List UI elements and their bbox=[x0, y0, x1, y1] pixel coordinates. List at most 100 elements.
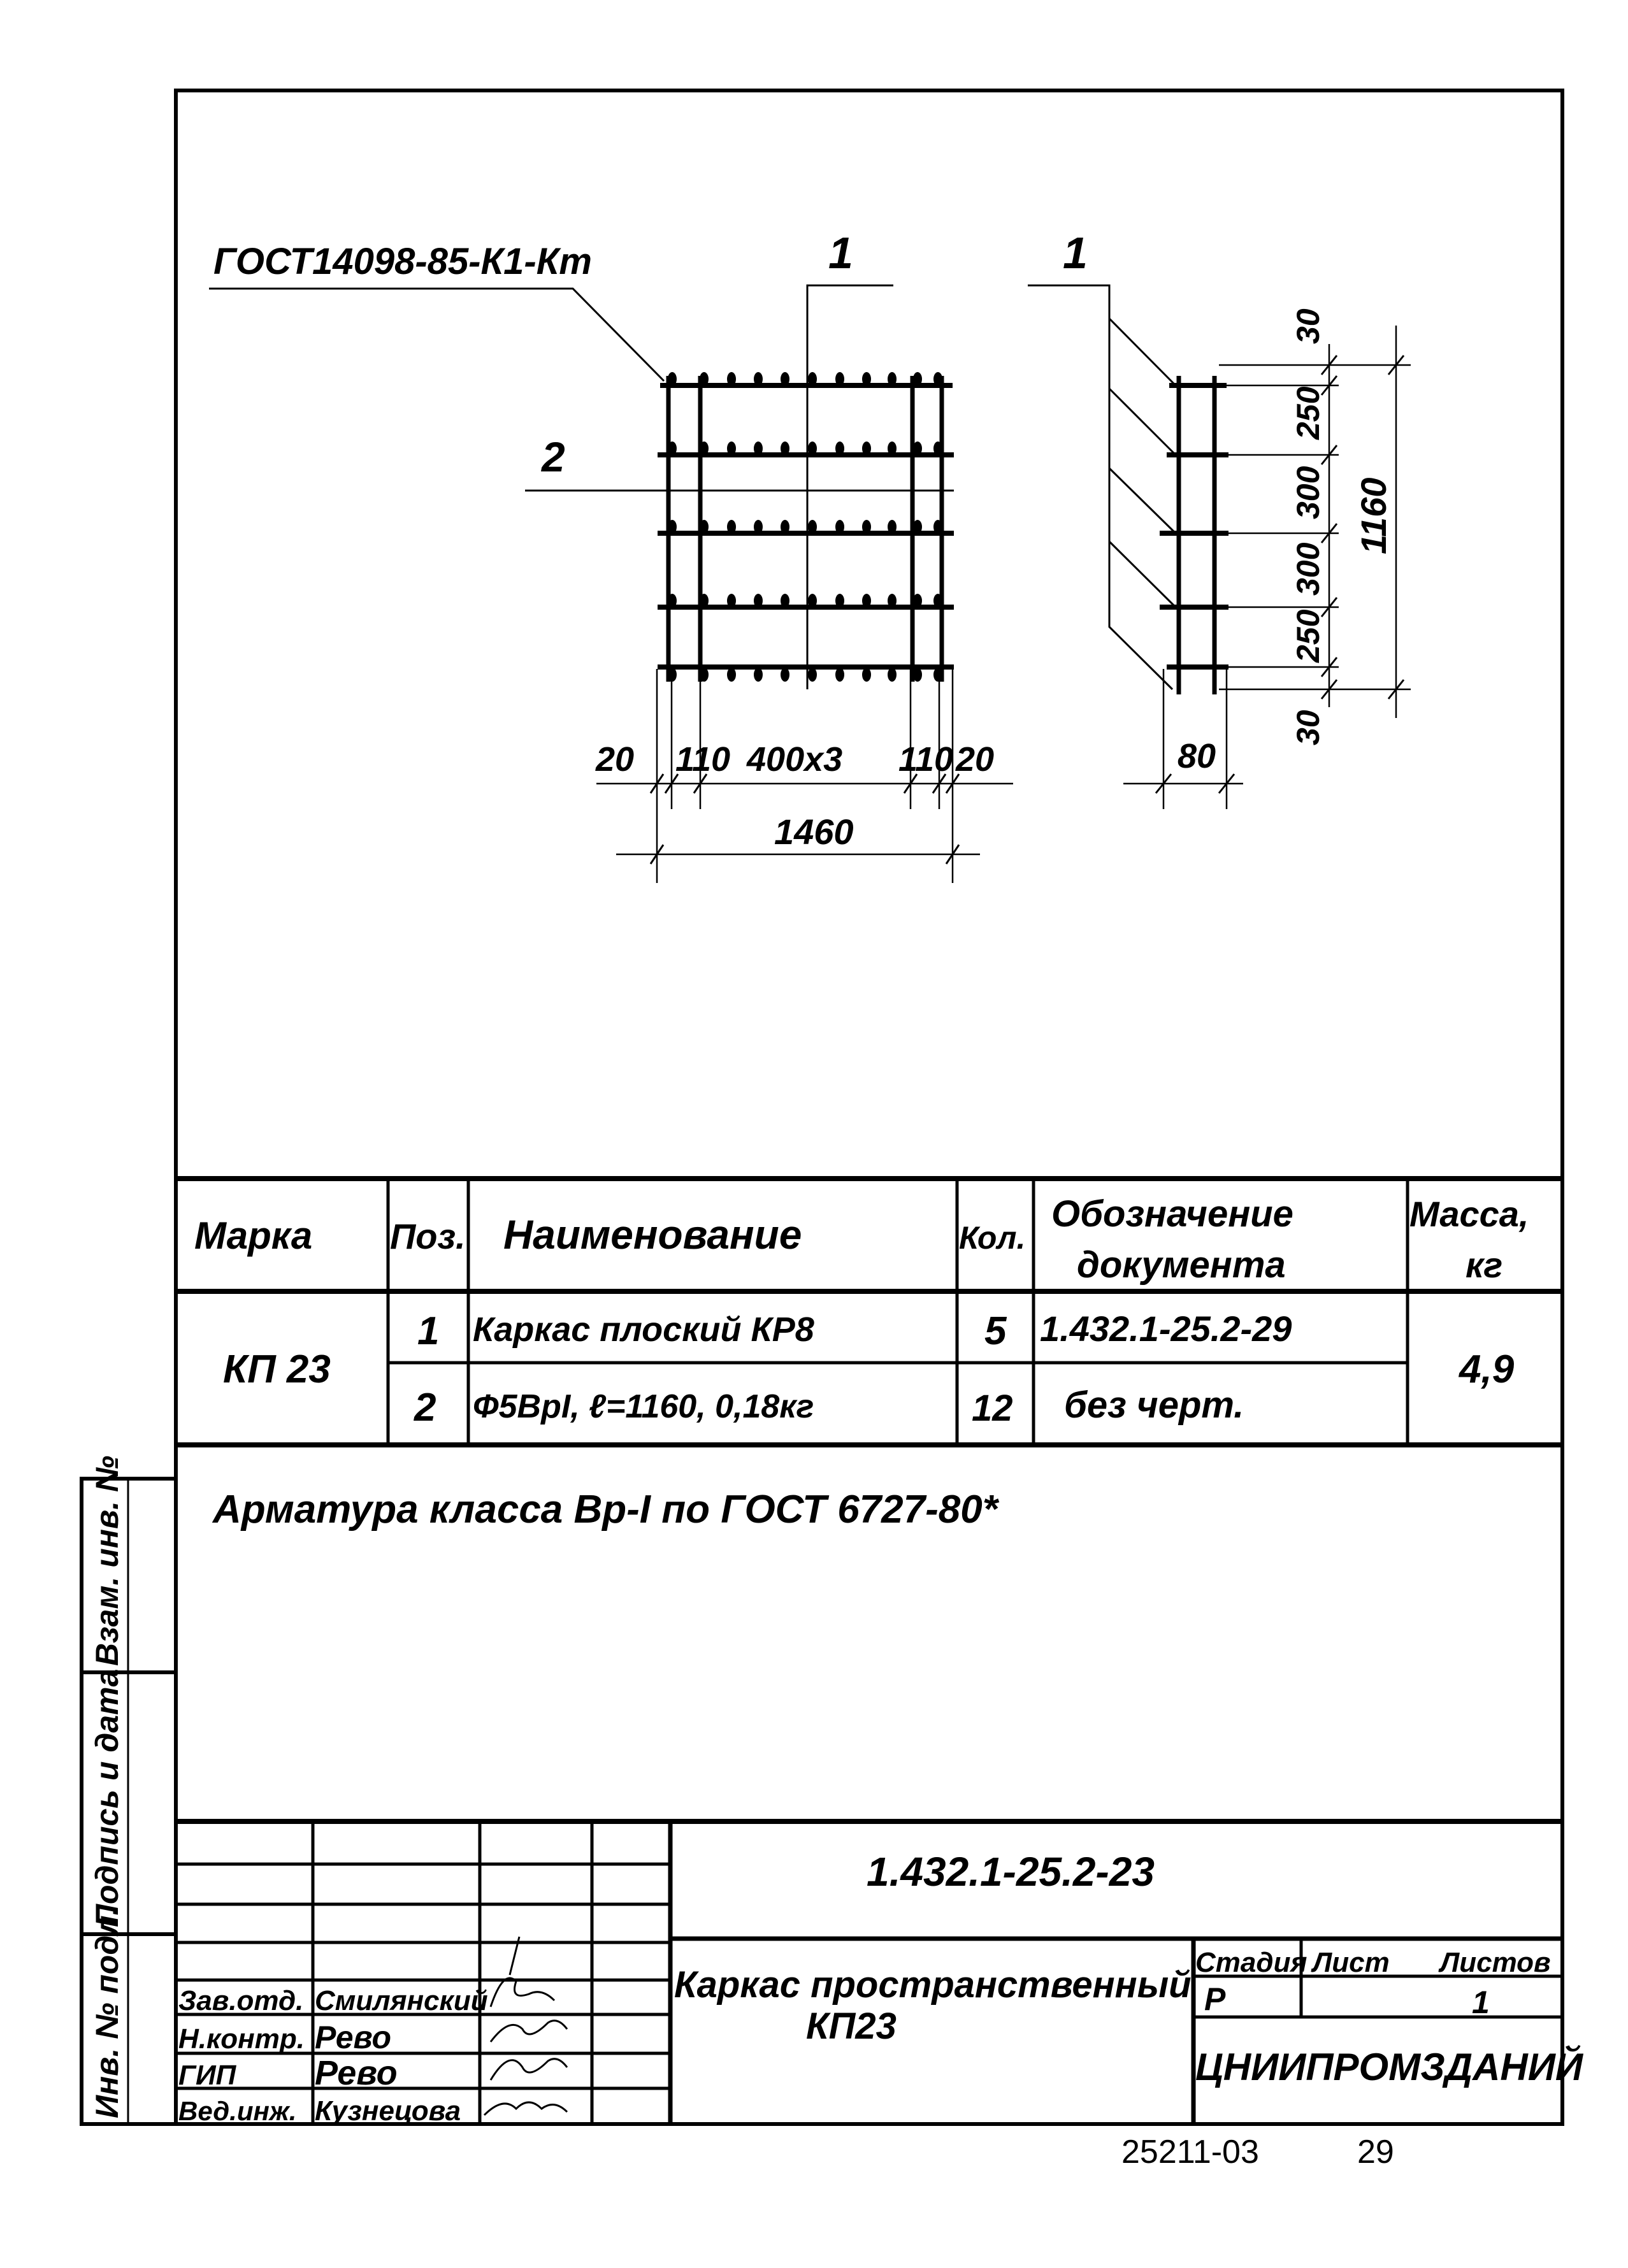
dim-v-250-bottom: 250 bbox=[1290, 609, 1326, 663]
cell-pos: 1 bbox=[417, 1309, 439, 1353]
extension-lines bbox=[596, 669, 1013, 883]
rebar-section bbox=[808, 441, 817, 456]
sheets-value: 1 bbox=[1472, 1984, 1490, 2020]
rebar-section bbox=[835, 668, 844, 682]
dim-110-left: 110 bbox=[675, 740, 730, 779]
rebar-section bbox=[727, 441, 736, 456]
dim-overall-height: 1160 bbox=[1353, 478, 1394, 554]
dim-110-right: 110 bbox=[898, 740, 953, 779]
rebar-section bbox=[754, 668, 763, 682]
person-name: Кузнецова bbox=[315, 2095, 461, 2127]
dim-v-300-upper: 300 bbox=[1290, 466, 1326, 519]
dim-v-30-top: 30 bbox=[1290, 308, 1326, 344]
strip-replaced-inv: Взам. инв. № bbox=[89, 1456, 125, 1666]
side-view: 1 80 30 250 300 300 250 30 1160 bbox=[1028, 228, 1411, 809]
header-mark: Марка bbox=[194, 1214, 312, 1257]
rebar-section bbox=[913, 372, 922, 386]
position-mark-2: 2 bbox=[540, 433, 565, 480]
rebar-section bbox=[700, 441, 709, 456]
rebar-section bbox=[888, 372, 897, 386]
rebar-section bbox=[754, 372, 763, 386]
rebar-section bbox=[781, 594, 789, 608]
rebar-section bbox=[862, 520, 871, 534]
sheets-label: Листов bbox=[1438, 1947, 1551, 1978]
cell-name: Каркас плоский КР8 bbox=[473, 1310, 814, 1349]
side-dimension-ticks bbox=[1155, 355, 1405, 794]
side-extension-lines bbox=[1123, 326, 1411, 809]
archive-number: 25211-03 bbox=[1121, 2134, 1259, 2171]
person-row: Зав.отд. Смилянский bbox=[178, 1985, 488, 2016]
rebar-section bbox=[727, 520, 736, 534]
header-mass-line2: кг bbox=[1466, 1245, 1502, 1285]
front-view: 1 ГОСТ14098-85-К1-Кт 2 20 1 bbox=[209, 228, 1013, 883]
document-code: 1.432.1-25.2-23 bbox=[867, 1849, 1155, 1895]
section-line-front bbox=[806, 284, 893, 689]
rebar-section bbox=[727, 372, 736, 386]
role: Н.контр. bbox=[178, 2023, 305, 2055]
rebar-section bbox=[913, 441, 922, 456]
rebar-section bbox=[781, 520, 789, 534]
rebar-section bbox=[700, 520, 709, 534]
dim-20-left: 20 bbox=[595, 740, 634, 779]
side-leader-lines bbox=[1108, 317, 1177, 608]
rebar-section bbox=[913, 520, 922, 534]
side-strip: Взам. инв. № Подпись и дата Инв. № подл. bbox=[80, 1456, 178, 2126]
bar-sections bbox=[668, 372, 942, 682]
rebar-section bbox=[754, 441, 763, 456]
rebar-section bbox=[913, 594, 922, 608]
rebar-section bbox=[933, 668, 942, 682]
organization: ЦНИИПРОМЗДАНИЙ bbox=[1195, 2045, 1584, 2088]
dim-side-width: 80 bbox=[1178, 737, 1216, 775]
longitudinal-bars bbox=[666, 376, 944, 682]
rebar-section bbox=[933, 520, 942, 534]
rebar-section bbox=[668, 594, 677, 608]
page-number: 29 bbox=[1357, 2134, 1394, 2171]
rebar-section bbox=[888, 520, 897, 534]
specification-table: Марка Поз. Наименование Кол. Обозначение… bbox=[176, 1176, 1562, 1447]
person-name: Рево bbox=[315, 2054, 398, 2092]
rebar-section bbox=[700, 668, 709, 682]
rebar-section bbox=[727, 668, 736, 682]
dim-20-right: 20 bbox=[955, 740, 994, 779]
rebar-section bbox=[781, 441, 789, 456]
strip-signature-date: Подпись и дата bbox=[89, 1669, 125, 1927]
rebar-section bbox=[835, 441, 844, 456]
sheet-frame bbox=[174, 89, 1564, 2126]
section-mark-side: 1 bbox=[1063, 228, 1088, 278]
stage-label: Стадия bbox=[1195, 1947, 1307, 1978]
rebar-section bbox=[700, 372, 709, 386]
rebar-section bbox=[862, 668, 871, 682]
cell-pos: 2 bbox=[414, 1386, 436, 1430]
rebar-section bbox=[668, 520, 677, 534]
dimension-ticks bbox=[649, 773, 960, 865]
dim-v-300-lower: 300 bbox=[1290, 542, 1326, 596]
rebar-section bbox=[913, 668, 922, 682]
rebar-section bbox=[668, 441, 677, 456]
header-doc-line2: документа bbox=[1077, 1244, 1286, 1286]
rebar-section bbox=[754, 520, 763, 534]
cell-mass: 4,9 bbox=[1458, 1347, 1515, 1391]
title-line-1: Каркас пространственный bbox=[674, 1964, 1192, 2006]
rebar-section bbox=[781, 372, 789, 386]
rebar-section bbox=[835, 520, 844, 534]
rebar-section bbox=[933, 594, 942, 608]
rebar-section bbox=[808, 594, 817, 608]
dim-400x3: 400х3 bbox=[746, 740, 842, 779]
header-mass-line1: Масса, bbox=[1409, 1194, 1529, 1234]
rebar-section bbox=[835, 372, 844, 386]
person-row: ГИП Рево bbox=[178, 2054, 398, 2092]
rebar-section bbox=[808, 668, 817, 682]
rebar-section bbox=[862, 441, 871, 456]
person-name: Рево bbox=[315, 2020, 391, 2055]
header-qty: Кол. bbox=[959, 1220, 1025, 1256]
person-row: Н.контр. Рево bbox=[178, 2020, 391, 2055]
person-row: Вед.инж. Кузнецова bbox=[178, 2095, 461, 2127]
dim-overall-width: 1460 bbox=[774, 812, 854, 852]
person-name: Смилянский bbox=[315, 1985, 488, 2016]
rebar-section bbox=[668, 372, 677, 386]
signatures bbox=[483, 1936, 568, 2116]
rebar-section bbox=[700, 594, 709, 608]
stage-value: Р bbox=[1204, 1981, 1226, 2017]
dim-v-30-bottom: 30 bbox=[1290, 710, 1326, 745]
